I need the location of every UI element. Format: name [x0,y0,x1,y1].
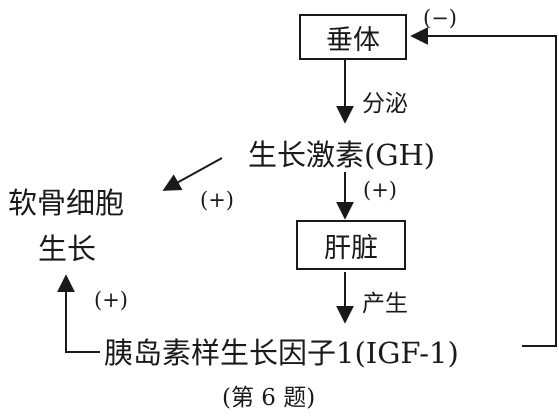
igf-label: 胰岛素样生长因子1(IGF-1) [104,336,459,370]
caption: (第 6 题) [222,385,316,411]
gh-to-liver-sign: (+) [363,178,397,202]
gh-to-cartilage-sign: (+) [200,188,234,212]
secrete-label: 分泌 [362,91,408,117]
gh-label: 生长激素(GH) [248,138,436,172]
produce-label: 产生 [362,291,408,317]
cartilage-label-line1: 软骨细胞 [8,186,125,220]
arrow-gh-to-cartilage [162,157,223,191]
igf-to-pituitary-sign: (−) [423,6,457,30]
cartilage-label-line2: 生长 [38,232,97,266]
arrow-igf-to-cartilage [57,274,100,353]
pituitary-box: 垂体 [299,14,407,60]
arrow-igf-to-pituitary [410,27,557,347]
igf-to-cartilage-sign: (+) [94,288,128,312]
liver-box: 肝脏 [296,220,406,270]
liver-label: 肝脏 [324,232,378,264]
pituitary-label: 垂体 [326,24,380,56]
